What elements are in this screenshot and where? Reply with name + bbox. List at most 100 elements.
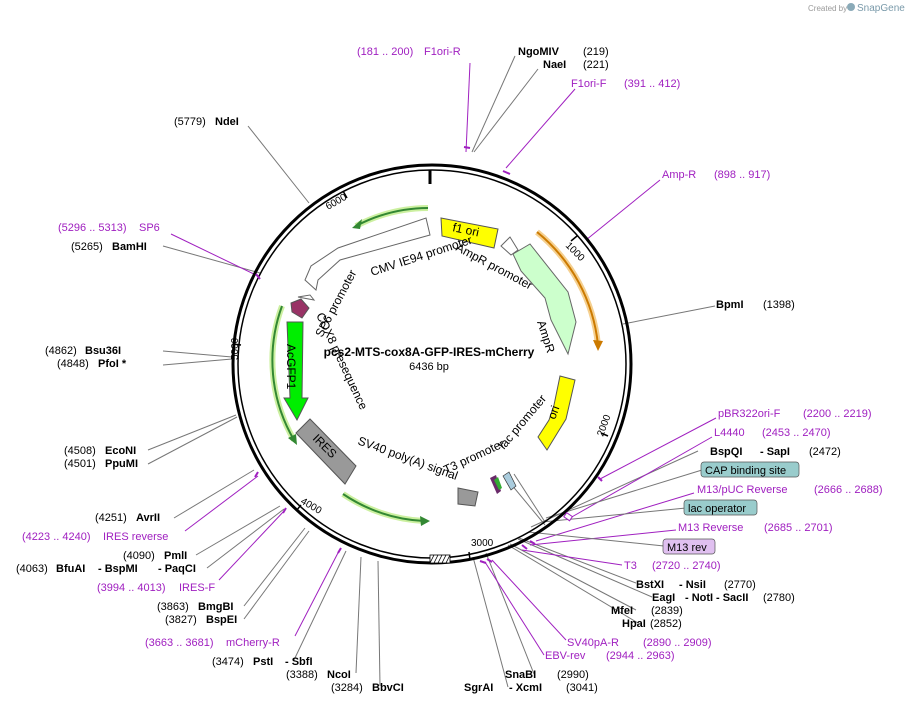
feature-ires bbox=[295, 418, 357, 485]
leader-line bbox=[622, 305, 716, 325]
site-ppumi: PpuMI bbox=[105, 458, 138, 470]
primer-leader bbox=[465, 62, 471, 153]
primer-pos-pbr322ori-f: (2200 .. 2219) bbox=[803, 408, 872, 420]
primer-pos-f1ori-r: (181 .. 200) bbox=[357, 46, 413, 58]
primer-mark bbox=[486, 558, 493, 563]
primer-leader bbox=[535, 492, 695, 542]
primer-name-ires-reverse: IRES reverse bbox=[103, 531, 168, 543]
tick-6000 bbox=[342, 190, 348, 199]
primer-mark bbox=[254, 471, 259, 478]
primer-mark bbox=[463, 146, 471, 149]
site-pos-psti: (3474) bbox=[212, 656, 244, 668]
site-sgrai: SgrAI bbox=[464, 682, 493, 694]
tick-label-5000: 5000 bbox=[230, 337, 241, 360]
tick-2000 bbox=[600, 432, 609, 437]
site-pos-mfei: (2839) bbox=[651, 605, 683, 617]
site-sacii: - SacII bbox=[716, 592, 748, 604]
primer-pos-ebv-rev: (2944 .. 2963) bbox=[606, 650, 675, 662]
snapgene-logo-icon bbox=[847, 3, 855, 11]
primer-leader bbox=[569, 436, 713, 519]
feature-arc bbox=[271, 305, 295, 441]
primer-name-ebv-rev: EBV-rev bbox=[545, 650, 586, 662]
site-pos-econi: (4508) bbox=[64, 445, 96, 457]
primer-name-m13-puc-reverse: M13/pUC Reverse bbox=[697, 484, 787, 496]
site-pos-bfuai: (4063) bbox=[16, 563, 48, 575]
primer-mark bbox=[479, 560, 487, 564]
leader-line bbox=[162, 358, 233, 366]
site-pos-bspei: (3827) bbox=[165, 614, 197, 626]
feature-sv40-marker bbox=[457, 487, 479, 507]
site-psti: PstI bbox=[253, 656, 273, 668]
site-pfoi: PfoI * bbox=[98, 358, 127, 370]
site-pos-ppumi: (4501) bbox=[64, 458, 96, 470]
leader-line bbox=[147, 414, 237, 451]
cap-binding-site-label: CAP binding site bbox=[705, 465, 786, 477]
site-pos-sgrai: (3041) bbox=[566, 682, 598, 694]
site-bamhi: BamHI bbox=[112, 241, 147, 253]
m13-rev-box bbox=[662, 538, 716, 555]
site-naei: NaeI bbox=[543, 59, 566, 71]
primer-name-sp6: SP6 bbox=[139, 222, 160, 234]
feature-arc bbox=[342, 493, 425, 522]
primer-name-m13-reverse: M13 Reverse bbox=[678, 522, 743, 534]
site-pos-pfoi: (4848) bbox=[57, 358, 89, 370]
leader-line bbox=[485, 552, 535, 675]
backbone-break-hatch bbox=[429, 554, 451, 564]
primer-pos-sv40pa-r: (2890 .. 2909) bbox=[643, 637, 712, 649]
primer-leader bbox=[484, 561, 545, 656]
primer-leader bbox=[505, 88, 576, 169]
feature-label-f1-ori: f1 ori bbox=[451, 220, 480, 239]
leader-line bbox=[517, 538, 653, 598]
primer-pos-ires-reverse: (4223 .. 4240) bbox=[22, 531, 91, 543]
primer-leader bbox=[218, 509, 286, 581]
feature-ampr-promoter bbox=[500, 236, 519, 256]
tick-4000 bbox=[295, 504, 302, 512]
cap-binding-site-box bbox=[700, 461, 800, 478]
leader-line bbox=[293, 550, 347, 661]
primer-mark bbox=[282, 507, 287, 514]
arc-arrowhead bbox=[593, 340, 603, 351]
primer-leader bbox=[599, 417, 717, 480]
leader-line bbox=[518, 537, 637, 584]
arc-arrowhead bbox=[288, 434, 297, 445]
leader-line bbox=[355, 556, 362, 674]
primer-mark bbox=[529, 540, 536, 545]
leader-line bbox=[530, 450, 699, 528]
site-pos-ncoi: (3388) bbox=[286, 669, 318, 681]
site-bpmi: BpmI bbox=[716, 299, 744, 311]
feature-label-sv40-polya: SV40 poly(A) signal bbox=[356, 434, 460, 483]
site-ndei: NdeI bbox=[215, 116, 239, 128]
site-pos-bpmi: (1398) bbox=[763, 299, 795, 311]
leader-line bbox=[247, 125, 310, 204]
site-pos-bspqi: (2472) bbox=[809, 446, 841, 458]
primer-leader bbox=[294, 548, 341, 637]
site-bspmi: - BspMI bbox=[98, 563, 138, 575]
tick-1000 bbox=[570, 235, 578, 242]
primer-leader bbox=[585, 179, 661, 241]
leader-line bbox=[162, 350, 233, 358]
feature-arc-halo bbox=[341, 491, 425, 524]
feature-lac-promoter-box bbox=[502, 471, 517, 491]
site-bbvci: BbvCI bbox=[372, 682, 404, 694]
primer-name-l4440: L4440 bbox=[714, 427, 745, 439]
primer-leader bbox=[170, 233, 259, 277]
primer-pos-m13-reverse: (2685 .. 2701) bbox=[764, 522, 833, 534]
leader-line bbox=[527, 531, 665, 547]
primer-pos-l4440: (2453 .. 2470) bbox=[762, 427, 831, 439]
feature-small-marker bbox=[494, 477, 502, 490]
site-bspei: BspEI bbox=[206, 614, 237, 626]
site-pos-bbvci: (3284) bbox=[331, 682, 363, 694]
primer-mark bbox=[597, 476, 603, 482]
primer-pos-t3: (2720 .. 2740) bbox=[652, 560, 721, 572]
feature-arc bbox=[536, 231, 599, 346]
lac-operator-label: lac operator bbox=[688, 503, 746, 515]
leader-line bbox=[509, 543, 637, 611]
feature-label-acgfp1: AcGFP1 bbox=[284, 344, 298, 390]
primer-mark bbox=[337, 547, 342, 554]
site-sbfi: - SbfI bbox=[285, 656, 313, 668]
feature-cox8-presequence bbox=[290, 298, 310, 319]
site-pos-ndei: (5779) bbox=[174, 116, 206, 128]
primer-mark bbox=[521, 544, 528, 550]
primer-pos-m13-puc-reverse: (2666 .. 2688) bbox=[814, 484, 883, 496]
